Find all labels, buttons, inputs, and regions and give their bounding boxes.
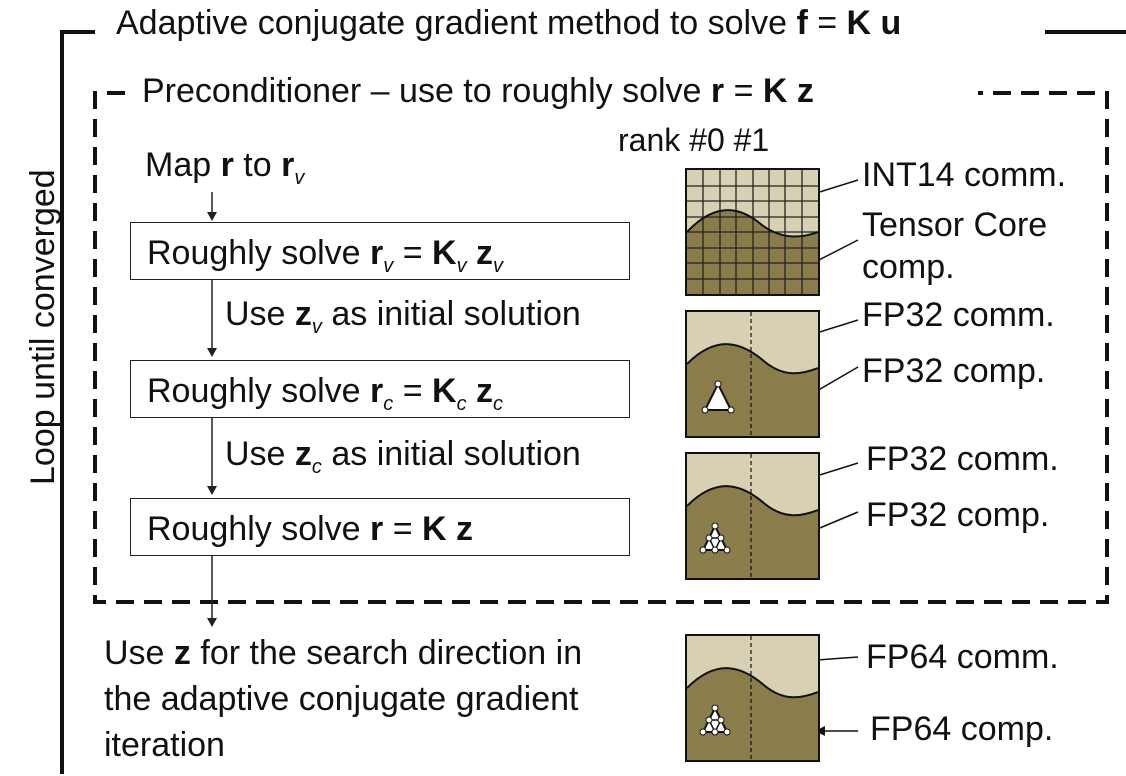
- use-text: Use: [225, 295, 295, 333]
- symbol-z: z: [476, 234, 494, 272]
- final-text: Use: [104, 634, 174, 672]
- label-fp32-comp-b: FP32 comp.: [866, 496, 1050, 534]
- label-fp64-comm: FP64 comm.: [866, 638, 1059, 676]
- symbol-K: K: [846, 4, 872, 42]
- solve-box-c-label: Roughly solve rc = Kc zc: [147, 374, 503, 414]
- subscript: v: [294, 166, 305, 189]
- symbol-z: z: [173, 634, 191, 672]
- map-to-text: to: [233, 146, 282, 184]
- panel-fp32-a-graphic: [687, 312, 818, 436]
- label-int14-comm: INT14 comm.: [862, 156, 1067, 194]
- symbol-r: r: [220, 146, 234, 184]
- symbol-r: r: [370, 510, 384, 548]
- final-line-1: Use z for the search direction in: [104, 636, 582, 670]
- subscript: c: [383, 392, 394, 415]
- map-step: Map r to rv: [145, 148, 304, 188]
- symbol-r: r: [370, 372, 384, 410]
- solve-box-v: [130, 222, 630, 280]
- equals: =: [393, 372, 432, 410]
- equals: =: [393, 234, 432, 272]
- symbol-u: u: [880, 4, 902, 42]
- label-fp32-comp-a: FP32 comp.: [862, 352, 1046, 390]
- precond-title: Preconditioner – use to roughly solve r …: [134, 74, 822, 108]
- symbol-z: z: [294, 295, 312, 333]
- solve-text: Roughly solve: [147, 372, 371, 410]
- label-tensor-core: Tensor Core: [862, 206, 1048, 244]
- symbol-K: K: [432, 372, 457, 410]
- solve-text: Roughly solve: [147, 234, 371, 272]
- use-zc-step: Use zc as initial solution: [225, 437, 581, 477]
- symbol-K: K: [762, 72, 788, 110]
- label-tensor-comp: comp.: [862, 248, 955, 286]
- solve-box-c: [130, 360, 630, 418]
- panel-int14: [685, 168, 820, 296]
- rank-label: rank #0 #1: [618, 122, 770, 158]
- final-line-2: the adaptive conjugate gradient: [104, 680, 579, 718]
- equals: =: [807, 4, 847, 42]
- arrow-head: [207, 618, 217, 627]
- symbol-z: z: [294, 435, 312, 473]
- solve-box-full-label: Roughly solve r = K z: [147, 512, 473, 546]
- outer-title: Adaptive conjugate gradient method to so…: [108, 4, 910, 42]
- use-post-text: as initial solution: [321, 435, 581, 473]
- subscript: v: [493, 254, 504, 277]
- subscript: v: [383, 254, 394, 277]
- panel-int14-graphic: [687, 170, 818, 294]
- symbol-f: f: [796, 4, 808, 42]
- arrow-head: [207, 348, 217, 357]
- solve-box-full: [130, 498, 630, 556]
- precond-frame: [93, 91, 1109, 604]
- subscript: c: [456, 392, 467, 415]
- panel-fp64-graphic: [687, 636, 818, 760]
- subscript: c: [493, 392, 504, 415]
- symbol-K: K: [422, 510, 447, 548]
- symbol-K: K: [432, 234, 457, 272]
- label-fp32-comm-a: FP32 comm.: [862, 296, 1055, 334]
- panel-fp32-b: [685, 452, 820, 580]
- outer-title-text: Adaptive conjugate gradient method to so…: [116, 4, 797, 42]
- loop-label: Loop until converged: [24, 169, 62, 485]
- solve-text: Roughly solve: [147, 510, 371, 548]
- final-line-3: iteration: [104, 726, 225, 764]
- use-post-text: as initial solution: [321, 295, 581, 333]
- symbol-z: z: [476, 372, 494, 410]
- panel-fp64: [685, 634, 820, 762]
- equals: =: [383, 510, 422, 548]
- symbol-r: r: [281, 146, 295, 184]
- subscript: v: [311, 315, 322, 338]
- label-fp32-comm-b: FP32 comm.: [866, 440, 1059, 478]
- use-zv-step: Use zv as initial solution: [225, 297, 581, 337]
- arrow-head: [207, 486, 217, 495]
- precond-title-text: Preconditioner – use to roughly solve: [142, 72, 711, 110]
- solve-box-v-label: Roughly solve rv = Kv zv: [147, 236, 503, 276]
- subscript: v: [456, 254, 467, 277]
- symbol-z: z: [456, 510, 474, 548]
- subscript: c: [311, 455, 322, 478]
- outer-frame: [60, 30, 95, 774]
- final-text: for the search direction in: [190, 634, 583, 672]
- panel-fp32-a: [685, 310, 820, 438]
- map-text: Map: [145, 146, 221, 184]
- symbol-z: z: [796, 72, 814, 110]
- symbol-r: r: [710, 72, 725, 110]
- equals: =: [724, 72, 763, 110]
- symbol-r: r: [370, 234, 384, 272]
- panel-fp32-b-graphic: [687, 454, 818, 578]
- use-text: Use: [225, 435, 295, 473]
- label-fp64-comp: FP64 comp.: [870, 710, 1054, 748]
- arrow-head: [207, 212, 217, 221]
